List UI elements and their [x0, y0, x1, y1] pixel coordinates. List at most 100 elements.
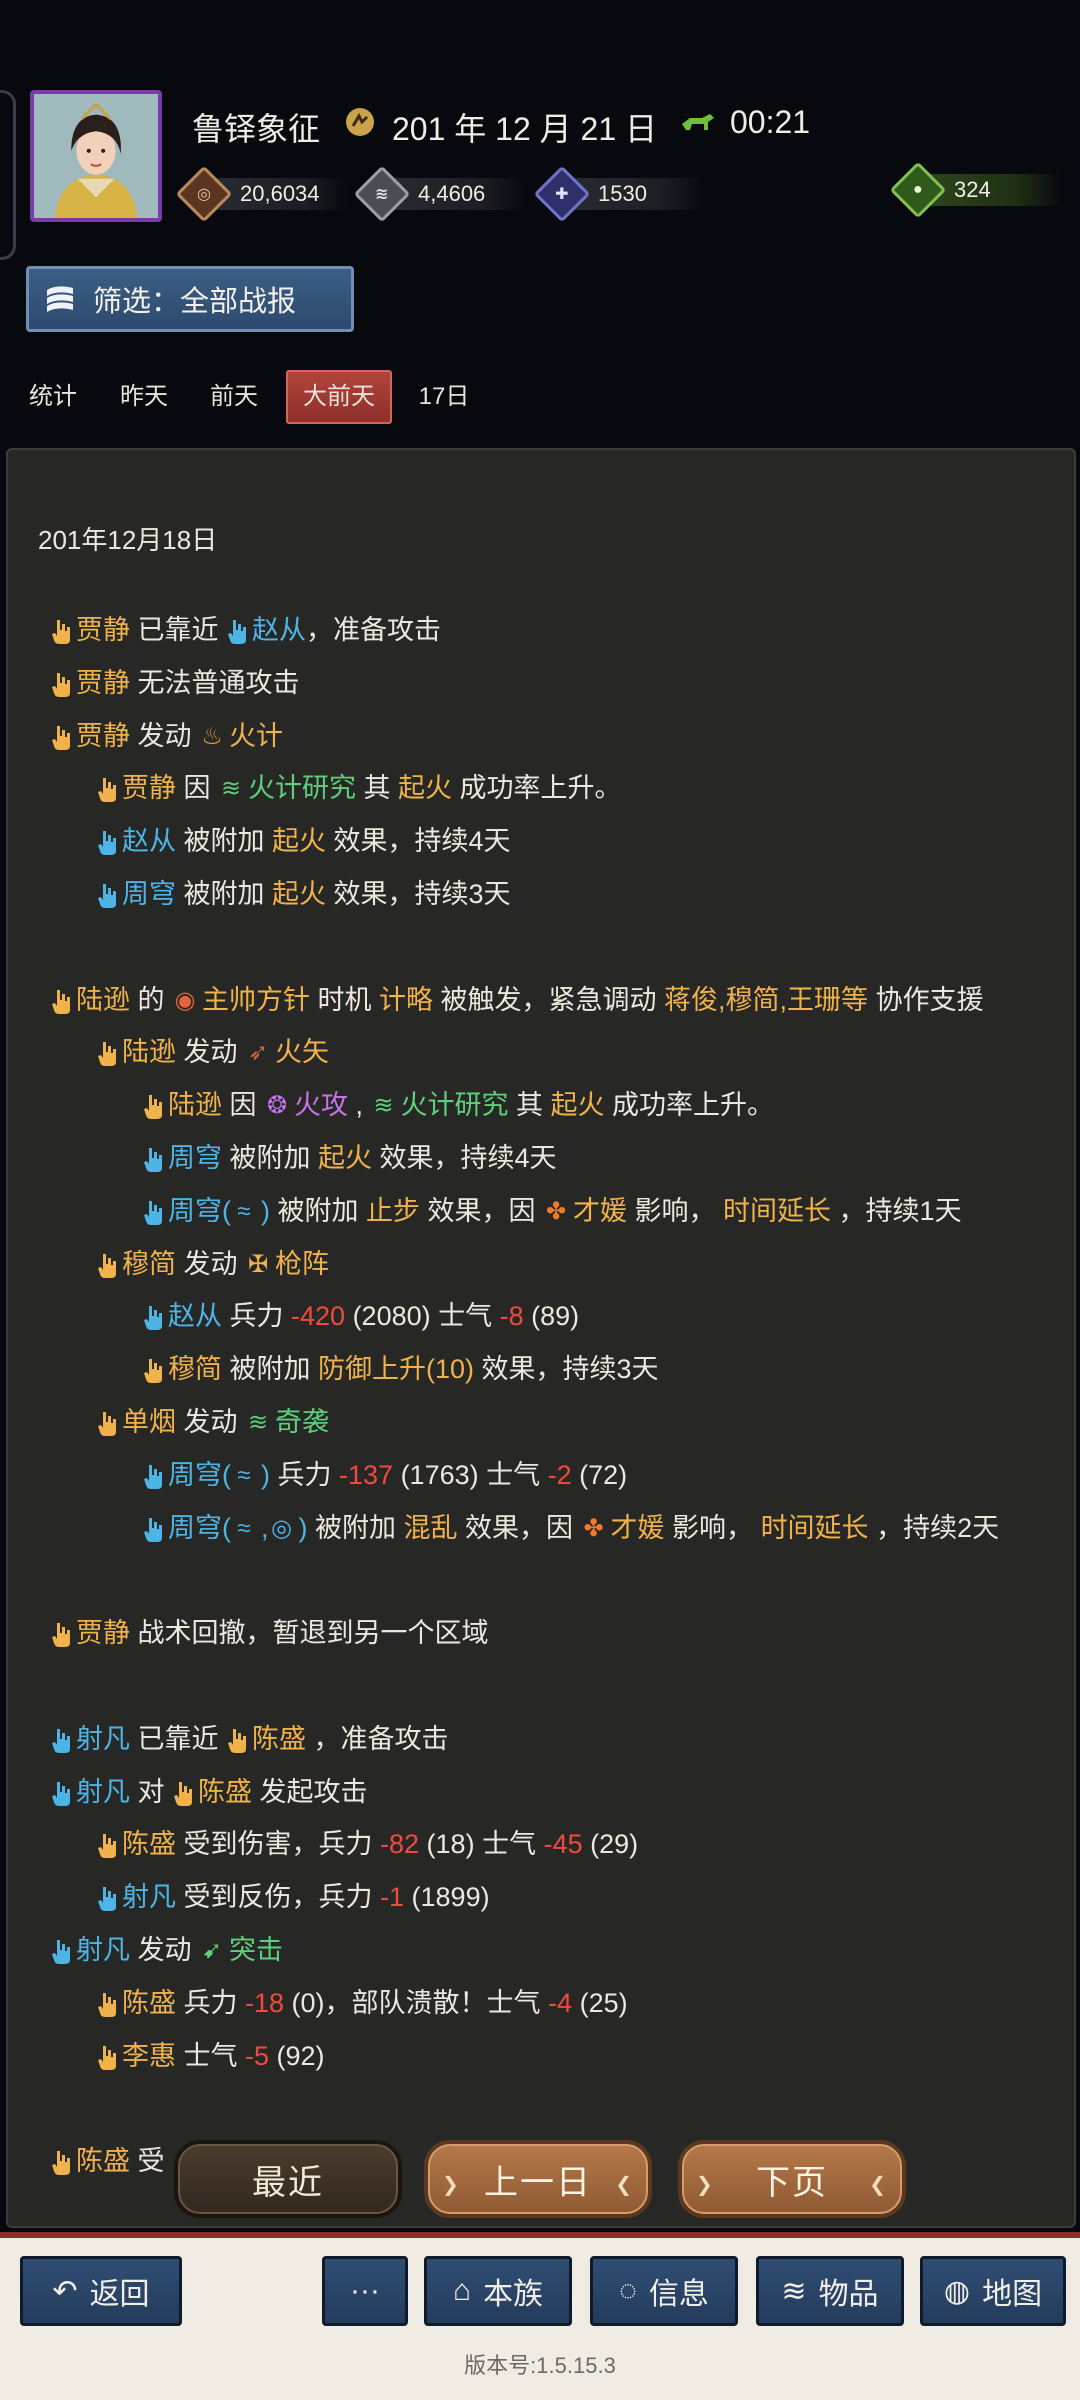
unit-name[interactable]: 单烟 [122, 1407, 176, 1437]
skill-name[interactable]: 火攻 [294, 1090, 349, 1121]
unit-name[interactable]: 赵从 [122, 826, 176, 857]
back-button[interactable]: ↶ 返回 [20, 2256, 182, 2326]
report-text: -4 [548, 1987, 573, 2018]
unit-name[interactable]: 穆简 [122, 1248, 176, 1279]
report-line: 周穹(≈) 被附加 止步 效果，因 ✤才媛 影响， 时间延长 ，持续1天 [142, 1191, 962, 1231]
game-date: 201 年 12 月 21 日 [392, 111, 658, 147]
bottom-nav-bar: ↶ 返回 ··· ⌂ 本族 ◌ 信息 ≋ 物品 ◍ 地图 版本号:1.5.15.… [0, 2232, 1080, 2400]
unit-name[interactable]: 贾静 [122, 773, 176, 804]
report-line: 陆逊 发动 ➶火矢 [96, 1032, 329, 1072]
battle-report-panel[interactable]: 201年12月18日 贾静 已靠近 赵从，准备攻击贾静 无法普通攻击贾静 发动 … [6, 448, 1076, 2228]
side-panel-handle[interactable] [0, 90, 16, 260]
unit-name[interactable]: 周穹( [168, 1512, 231, 1543]
report-line: 陆逊 的 ◉主帅方针 时机 计略 被触发，紧急调动 蒋俊,穆简,王珊等 协作支援 [50, 980, 984, 1020]
unit-name[interactable]: 陈盛 [122, 1987, 176, 2018]
report-line: 射凡 对 陈盛 发起攻击 [50, 1772, 368, 1812]
wave-skill-icon: ≈ [237, 1197, 251, 1225]
unit-name[interactable]: 射凡 [76, 1723, 130, 1754]
report-text: 时间延长 [723, 1195, 832, 1226]
unit-hand-icon [98, 2045, 116, 2070]
recent-button[interactable]: 最近 [174, 2140, 402, 2218]
unit-name[interactable]: 李惠 [122, 2040, 176, 2071]
unit-hand-icon [144, 1306, 162, 1331]
spear-skill-icon: ✠ [247, 1250, 269, 1278]
report-line: 赵从 被附加 起火 效果，持续4天 [96, 821, 511, 861]
skill-name[interactable]: 奇袭 [275, 1407, 330, 1437]
filter-button[interactable]: 筛选：全部战报 [26, 266, 354, 332]
tab-stats[interactable]: 统计 [29, 383, 77, 410]
info-button[interactable]: ◌ 信息 [590, 2256, 738, 2326]
skill-name[interactable]: 才媛 [573, 1195, 628, 1226]
unit-name[interactable]: 陆逊 [76, 984, 130, 1015]
report-text: 效果，持续3天 [326, 879, 511, 909]
unit-name[interactable]: 赵从 [168, 1301, 222, 1332]
resource-grain[interactable]: ≋ 4,4606 [353, 165, 528, 223]
report-line: 穆简 发动 ✠枪阵 [96, 1244, 329, 1284]
unit-name[interactable]: 贾静 [76, 615, 130, 645]
resource-copper[interactable]: ◎ 20,6034 [175, 165, 350, 223]
unit-name[interactable]: 陈盛 [198, 1776, 253, 1807]
clan-button[interactable]: ⌂ 本族 [424, 2256, 572, 2326]
more-button[interactable]: ··· [322, 2256, 408, 2326]
unit-name[interactable]: 陈盛 [76, 2146, 130, 2177]
tab-yesterday[interactable]: 昨天 [120, 383, 168, 410]
unit-name[interactable]: 射凡 [76, 1776, 130, 1807]
skill-name[interactable]: 主帅方针 [202, 984, 311, 1015]
report-text: 协作支援 [868, 984, 984, 1015]
skill-name[interactable]: 火计 [229, 720, 284, 751]
unit-name[interactable]: 陈盛 [122, 1829, 176, 1860]
report-text: -1 [380, 1882, 405, 1913]
report-line: 陈盛 受 [50, 2141, 165, 2181]
tab-three-days-ago[interactable]: 大前天 [286, 370, 392, 424]
unit-hand-icon [144, 1359, 162, 1384]
unit-name[interactable]: 射凡 [122, 1882, 176, 1913]
report-line: 贾静 发动 ♨火计 [50, 716, 283, 756]
report-text: (29) [582, 1829, 639, 1860]
report-text: (25) [572, 1987, 628, 2018]
skill-name[interactable]: 火计研究 [248, 773, 357, 804]
skill-name[interactable]: 才媛 [610, 1512, 665, 1543]
skill-name[interactable]: 突击 [229, 1935, 284, 1965]
orange-skill-icon: ✤ [545, 1197, 567, 1225]
unit-name[interactable]: 穆简 [168, 1354, 222, 1385]
report-line: 贾静 战术回撤，暂退到另一个区域 [50, 1613, 489, 1653]
unit-hand-icon [98, 1992, 116, 2017]
skill-name[interactable]: 枪阵 [275, 1248, 330, 1279]
items-button[interactable]: ≋ 物品 [756, 2256, 904, 2326]
grass-skill-icon: ≋ [373, 1092, 394, 1120]
unit-name[interactable]: 贾静 [76, 720, 130, 751]
resource-potion[interactable]: ● 324 [889, 161, 1064, 219]
unit-name[interactable]: 陈盛 [252, 1723, 307, 1754]
unit-name[interactable]: 周穹 [168, 1143, 222, 1173]
unit-name[interactable]: 射凡 [76, 1935, 130, 1965]
player-name: 鲁铎象征 [192, 111, 321, 147]
resource-soldiers[interactable]: ✚ 1530 [533, 165, 708, 223]
unit-name[interactable]: 周穹( [168, 1459, 231, 1490]
unit-name[interactable]: 贾静 [76, 1618, 130, 1649]
unit-name[interactable]: 周穹( [168, 1195, 231, 1226]
report-text: 发动 [130, 720, 200, 751]
report-text: 被附加 [270, 1195, 367, 1226]
unit-name[interactable]: 陆逊 [168, 1090, 222, 1121]
report-text: -18 [245, 1987, 285, 2018]
report-text: 成功率上升。 [604, 1090, 775, 1121]
next-page-button[interactable]: ❯ 下页 ❮ [678, 2140, 906, 2218]
tab-day-before[interactable]: 前天 [210, 383, 258, 410]
player-avatar[interactable] [30, 90, 162, 222]
skill-name[interactable]: 火矢 [275, 1037, 330, 1068]
unit-name[interactable]: 陆逊 [122, 1037, 176, 1068]
report-text: 发动 [176, 1407, 246, 1437]
skill-name[interactable]: 火计研究 [400, 1090, 509, 1121]
report-text: 时间延长 [760, 1512, 869, 1543]
report-line: 周穹 被附加 起火 效果，持续4天 [142, 1138, 557, 1178]
unit-name[interactable]: 赵从 [252, 615, 307, 645]
tab-17th[interactable]: 17日 [418, 383, 470, 410]
report-text: 其 [508, 1090, 551, 1121]
unit-hand-icon [98, 831, 116, 856]
report-line: 陈盛 兵力 -18 (0)，部队溃散！士气 -4 (25) [96, 1983, 628, 2023]
map-button[interactable]: ◍ 地图 [920, 2256, 1066, 2326]
report-line: 周穹 被附加 起火 效果，持续3天 [96, 874, 511, 914]
prev-day-button[interactable]: ❯ 上一日 ❮ [424, 2140, 652, 2218]
unit-name[interactable]: 贾静 [76, 667, 130, 698]
unit-name[interactable]: 周穹 [122, 879, 176, 909]
